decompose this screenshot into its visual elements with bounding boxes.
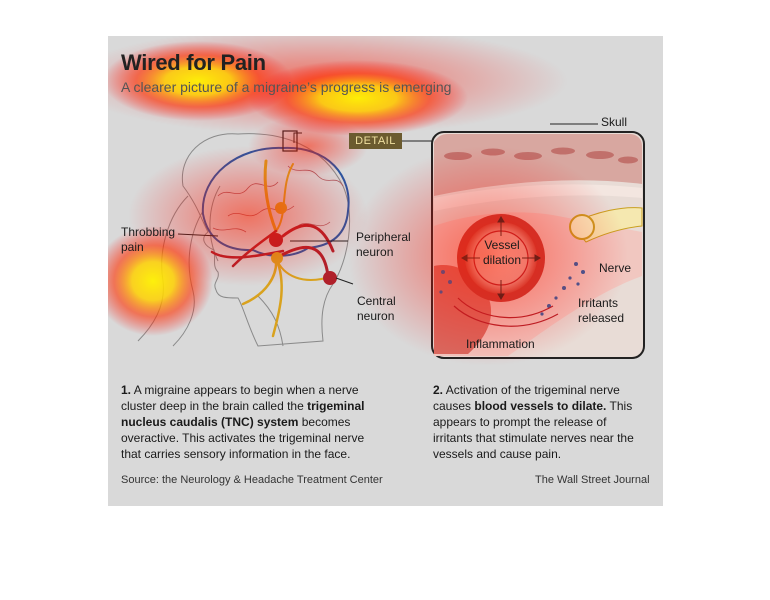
page-title: Wired for Pain [121,50,266,75]
label-line: Peripheral [356,230,411,244]
label-line: neuron [356,245,394,259]
step-2-part-c: This appears to prompt the release of ir… [433,399,634,461]
step-1-part-c: becomes overactive. This activates the t… [121,415,365,461]
credit-line: The Wall Street Journal [535,474,650,486]
central-neuron-dot [323,271,337,285]
label-line: neuron [357,309,395,323]
label-nerve: Nerve [599,261,632,275]
step-2-number: 2. [433,383,444,397]
upper-neuron-dot [275,202,287,214]
peripheral-neuron-dot [269,233,283,247]
label-central-neuron: Central neuron [357,294,396,324]
source-note: Source: the Neurology & Headache Treatme… [121,474,383,486]
neural-pathways [210,159,335,338]
label-line: dilation [482,253,522,267]
step-1-emphasis: trigeminal nucleus caudalis (TNC) system [121,399,365,429]
label-inflammation: Inflammation [466,337,535,351]
step-1-text: 1. A migraine appears to begin when a ne… [121,382,381,462]
detail-tag: DETAIL [349,133,402,149]
label-throbbing-pain: Throbbing pain [121,225,175,255]
label-irritants-released: Irritants released [578,296,624,326]
infographic-panel: Wired for Pain A clearer picture of a mi… [108,36,663,506]
label-skull: Skull [601,115,628,129]
step-1-number: 1. [121,383,132,397]
label-line: Central [357,294,396,308]
label-peripheral-neuron: Peripheral neuron [356,230,411,260]
step-2-text: 2. Activation of the trigeminal nerve ca… [433,382,643,462]
label-line: released [578,311,625,325]
label-line: Irritants [578,296,619,310]
step-2-part-a: Activation of the trigeminal nerve cause… [433,383,620,413]
lower-neuron-dot [271,252,283,264]
page-subtitle: A clearer picture of a migraine’s progre… [121,79,452,95]
label-line: Vessel [484,238,520,252]
label-line: Throbbing [121,225,176,239]
step-1-part-a: A migraine appears to begin when a nerve… [121,383,359,413]
step-2-emphasis: blood vessels to dilate. [474,399,607,413]
label-line: pain [121,240,144,254]
label-vessel-dilation: Vessel dilation [482,238,522,268]
